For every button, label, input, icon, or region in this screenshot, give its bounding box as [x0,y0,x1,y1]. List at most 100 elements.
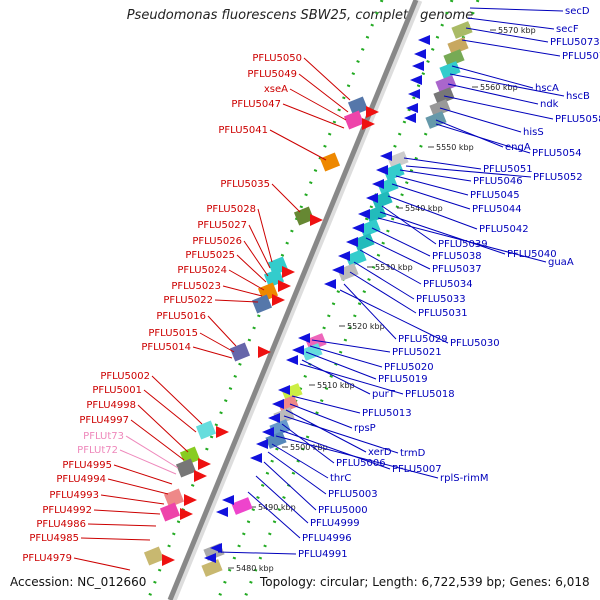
reverse-gene-block[interactable] [451,21,473,39]
forward-gene-label[interactable]: PFLU5026 [192,236,242,247]
forward-gene-label[interactable]: PFLU4985 [29,533,79,544]
reverse-gene-label[interactable]: PFLU5054 [532,148,582,159]
reverse-gene-label[interactable]: PFLU5018 [405,389,455,400]
reverse-gene-block[interactable] [201,559,223,577]
forward-gene-arrow[interactable] [180,508,193,520]
reverse-gene-arrow[interactable] [332,265,344,275]
forward-gene-arrow[interactable] [194,470,207,482]
reverse-gene-label[interactable]: hscB [566,91,590,102]
reverse-gene-label[interactable]: PFLU5000 [318,505,368,516]
forward-gene-arrow[interactable] [278,280,291,292]
reverse-gene-arrow[interactable] [346,237,358,247]
reverse-gene-block[interactable] [377,177,399,195]
reverse-gene-label[interactable]: PFLU5071 [562,51,600,62]
reverse-gene-arrow[interactable] [204,553,216,563]
forward-gene-label[interactable]: PFLU5025 [185,250,235,261]
forward-gene-arrow[interactable] [216,426,229,438]
forward-gene-label[interactable]: PFLU4992 [42,505,92,516]
forward-gene-arrow[interactable] [162,554,175,566]
reverse-gene-label[interactable]: PFLU5029 [398,334,448,345]
reverse-gene-label[interactable]: ndk [540,99,559,110]
reverse-gene-block[interactable] [231,497,253,515]
forward-gene-block[interactable] [143,546,165,566]
forward-gene-label[interactable]: PFLU5049 [247,69,297,80]
reverse-gene-label[interactable]: PFLU5013 [362,408,412,419]
reverse-gene-arrow[interactable] [414,49,426,59]
reverse-gene-label[interactable]: PFLU5030 [450,338,500,349]
reverse-gene-arrow[interactable] [292,345,304,355]
reverse-gene-block[interactable] [371,191,393,209]
reverse-gene-block[interactable] [345,249,367,267]
forward-gene-label[interactable]: PFLU5047 [231,99,281,110]
reverse-gene-label[interactable]: PFLU5051 [483,164,533,175]
forward-gene-label[interactable]: PFLU5001 [92,385,142,396]
forward-gene-label[interactable]: PFLU4995 [62,460,112,471]
forward-gene-label[interactable]: PFLU4994 [56,474,106,485]
reverse-gene-label[interactable]: PFLU5045 [470,190,520,201]
reverse-gene-arrow[interactable] [376,165,388,175]
reverse-gene-arrow[interactable] [222,495,234,505]
reverse-gene-label[interactable]: secF [556,24,579,35]
reverse-gene-block[interactable] [359,219,381,237]
forward-gene-block[interactable] [319,152,341,172]
reverse-gene-arrow[interactable] [268,413,280,423]
forward-gene-label[interactable]: PFLU5050 [252,53,302,64]
reverse-gene-label[interactable]: PFLU5033 [416,294,466,305]
reverse-gene-arrow[interactable] [372,179,384,189]
forward-gene-label[interactable]: PFLUt72 [77,445,118,456]
forward-gene-label[interactable]: PFLU5022 [163,295,213,306]
forward-gene-label[interactable]: xseA [264,84,288,95]
reverse-gene-arrow[interactable] [250,453,262,463]
reverse-gene-label[interactable]: PFLU4999 [310,518,360,529]
reverse-gene-label[interactable]: guaA [548,257,574,268]
reverse-gene-label[interactable]: PFLU5058 [555,114,600,125]
reverse-gene-block[interactable] [435,75,457,93]
forward-gene-arrow[interactable] [282,266,295,278]
reverse-gene-label[interactable]: thrC [330,473,351,484]
reverse-gene-block[interactable] [387,151,409,169]
reverse-gene-block[interactable] [277,395,299,413]
forward-gene-label[interactable]: PFLU5024 [177,265,227,276]
reverse-gene-arrow[interactable] [418,35,430,45]
reverse-gene-label[interactable]: PFLU5006 [336,458,386,469]
reverse-gene-label[interactable]: PFLU5039 [438,239,488,250]
reverse-gene-label[interactable]: PFLU5020 [384,362,434,373]
forward-gene-block[interactable] [347,96,369,116]
reverse-gene-arrow[interactable] [366,193,378,203]
reverse-gene-arrow[interactable] [406,103,418,113]
forward-gene-label[interactable]: PFLU5028 [206,204,256,215]
forward-gene-arrow[interactable] [272,294,285,306]
reverse-gene-arrow[interactable] [278,385,290,395]
reverse-gene-arrow[interactable] [404,113,416,123]
forward-gene-arrow[interactable] [184,494,197,506]
reverse-gene-arrow[interactable] [216,507,228,517]
forward-gene-label[interactable]: PFLU4979 [22,553,72,564]
forward-gene-block[interactable] [229,342,251,362]
reverse-gene-arrow[interactable] [324,279,336,289]
reverse-gene-label[interactable]: hscA [535,83,559,94]
reverse-gene-label[interactable]: PFLU5019 [378,374,428,385]
reverse-gene-label[interactable]: hisS [523,127,544,138]
reverse-gene-arrow[interactable] [272,399,284,409]
reverse-gene-block[interactable] [439,61,461,79]
forward-gene-block[interactable] [175,458,197,478]
reverse-gene-arrow[interactable] [338,251,350,261]
reverse-gene-label[interactable]: trmD [400,448,426,459]
forward-gene-label[interactable]: PFLU5014 [141,342,191,353]
forward-gene-arrow[interactable] [198,458,211,470]
forward-gene-label[interactable]: PFLUt73 [83,431,124,442]
forward-gene-block[interactable] [195,420,217,440]
reverse-gene-block[interactable] [365,205,387,223]
forward-gene-label[interactable]: PFLU4993 [49,490,99,501]
forward-gene-block[interactable] [159,502,181,522]
reverse-gene-label[interactable]: PFLU5040 [507,249,557,260]
forward-gene-arrow[interactable] [258,346,271,358]
reverse-gene-arrow[interactable] [408,89,420,99]
reverse-gene-label[interactable]: PFLU5073 [550,37,600,48]
reverse-gene-arrow[interactable] [286,355,298,365]
forward-gene-arrow[interactable] [362,118,375,130]
reverse-gene-block[interactable] [353,233,375,251]
reverse-gene-label[interactable]: purT [372,389,396,400]
forward-gene-label[interactable]: PFLU4997 [79,415,129,426]
